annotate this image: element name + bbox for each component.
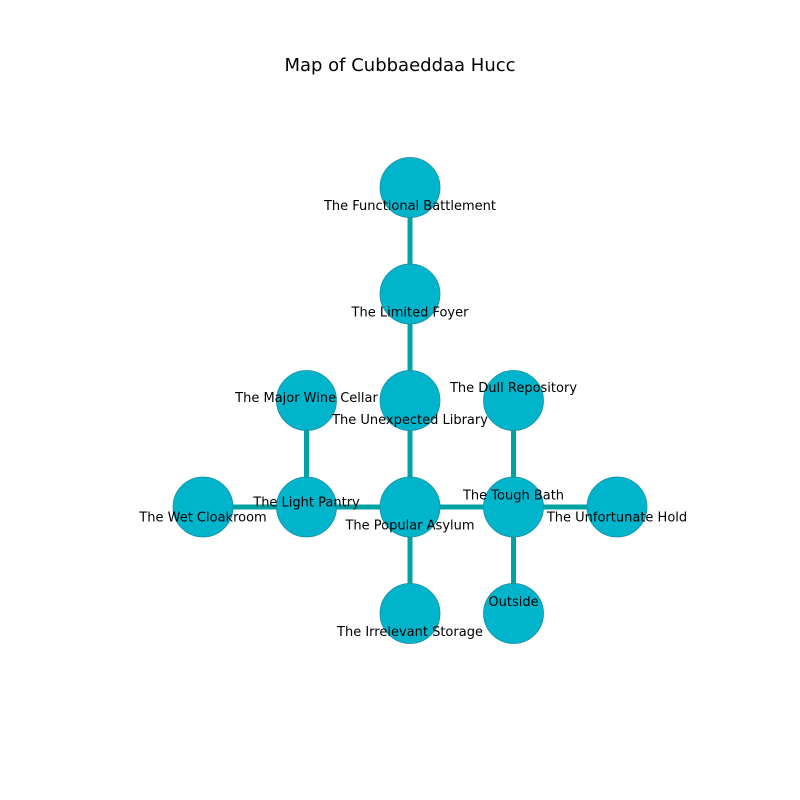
room-node-foyer [379,263,441,325]
room-node-repository [483,370,544,431]
room-node-library [379,370,441,431]
room-label-outside: Outside [488,595,538,610]
room-label-foyer: The Limited Foyer [351,306,470,321]
room-node-pantry [276,476,337,538]
room-node-cloakroom [172,476,234,538]
room-node-asylum [379,476,441,538]
room-label-bath: The Tough Bath [462,489,564,504]
room-label-library: The Unexpected Library [331,413,488,428]
diagram-title: Map of Cubbaeddaa Hucc [284,55,516,76]
room-node-storage [379,583,441,644]
room-node-winecellar [276,370,337,431]
room-node-battlement [379,157,441,218]
room-label-hold: The Unfortunate Hold [546,511,687,526]
room-node-outside [483,583,544,644]
room-node-bath [483,476,544,538]
room-label-asylum: The Popular Asylum [344,519,474,534]
room-label-cloakroom: The Wet Cloakroom [138,511,266,526]
nodes-layer [172,157,648,644]
room-label-battlement: The Functional Battlement [323,199,496,214]
room-label-winecellar: The Major Wine Cellar [234,391,378,406]
room-label-repository: The Dull Repository [449,381,577,396]
room-label-pantry: The Light Pantry [252,496,360,511]
room-node-hold [586,476,648,538]
room-label-storage: The Irrelevant Storage [336,625,483,640]
